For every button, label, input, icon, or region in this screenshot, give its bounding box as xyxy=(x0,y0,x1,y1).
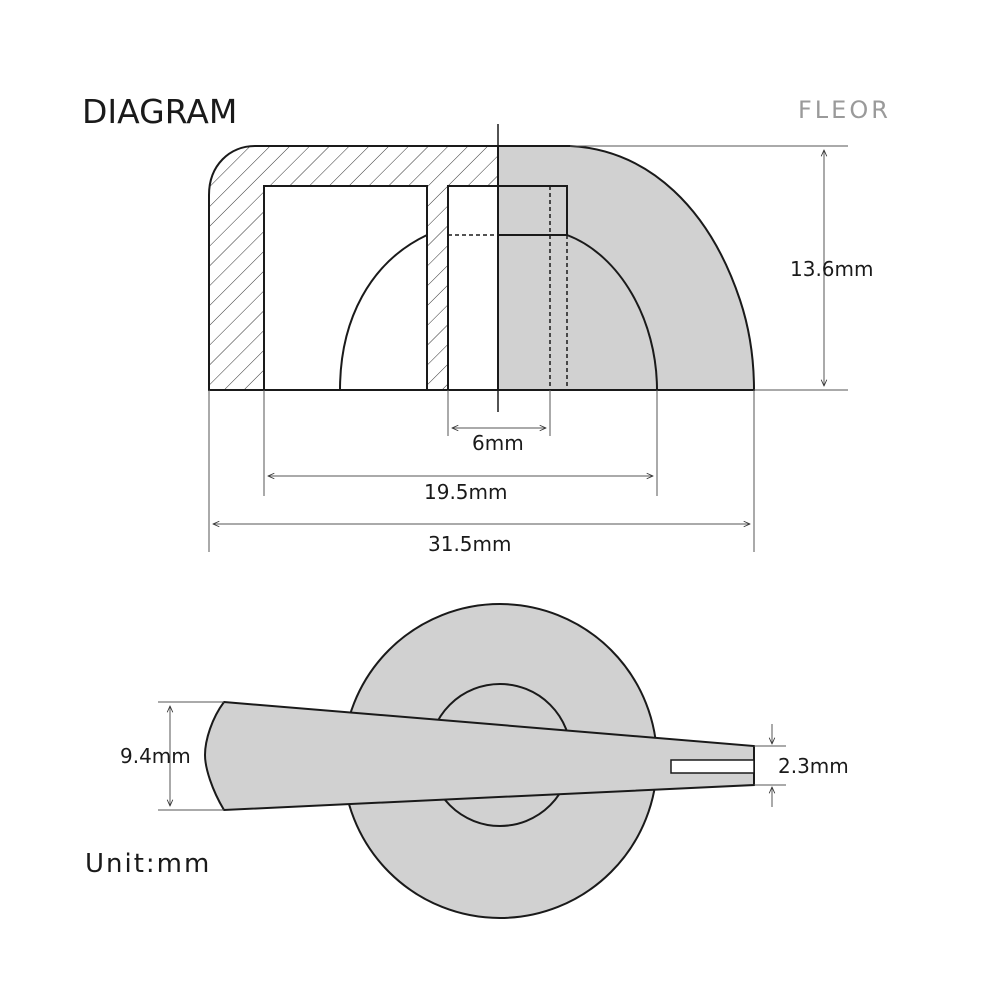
inner-diameter-label: 19.5mm xyxy=(424,480,508,504)
inner-dome-arc-right xyxy=(566,234,658,391)
shaft-bore xyxy=(447,185,499,391)
inner-cavity xyxy=(263,185,428,391)
height-label: 13.6mm xyxy=(790,257,874,281)
pointer-indicator-line xyxy=(670,759,755,774)
brand-logo: FLEOR xyxy=(798,96,891,124)
inner-diameter-dimension: 19.5mm xyxy=(263,390,658,504)
shaft-dimension: 6mm xyxy=(447,390,551,455)
pointer-line-dimension: 2.3mm xyxy=(754,724,849,807)
pointer-line-label: 2.3mm xyxy=(778,754,849,778)
diagram-title: DIAGRAM xyxy=(82,92,237,131)
inner-dome-arc-left xyxy=(339,234,428,391)
outer-diameter-label: 31.5mm xyxy=(428,532,512,556)
height-dimension: 13.6mm xyxy=(570,145,874,391)
top-view xyxy=(203,603,755,919)
outer-diameter-dimension: 31.5mm xyxy=(208,390,755,556)
pointer-width-label: 9.4mm xyxy=(120,744,191,768)
knob-exterior-half xyxy=(497,145,756,391)
pointer-width-dimension: 9.4mm xyxy=(120,701,224,811)
side-section-view xyxy=(208,124,756,412)
unit-note: Unit:mm xyxy=(85,849,211,879)
shaft-label: 6mm xyxy=(472,431,524,455)
